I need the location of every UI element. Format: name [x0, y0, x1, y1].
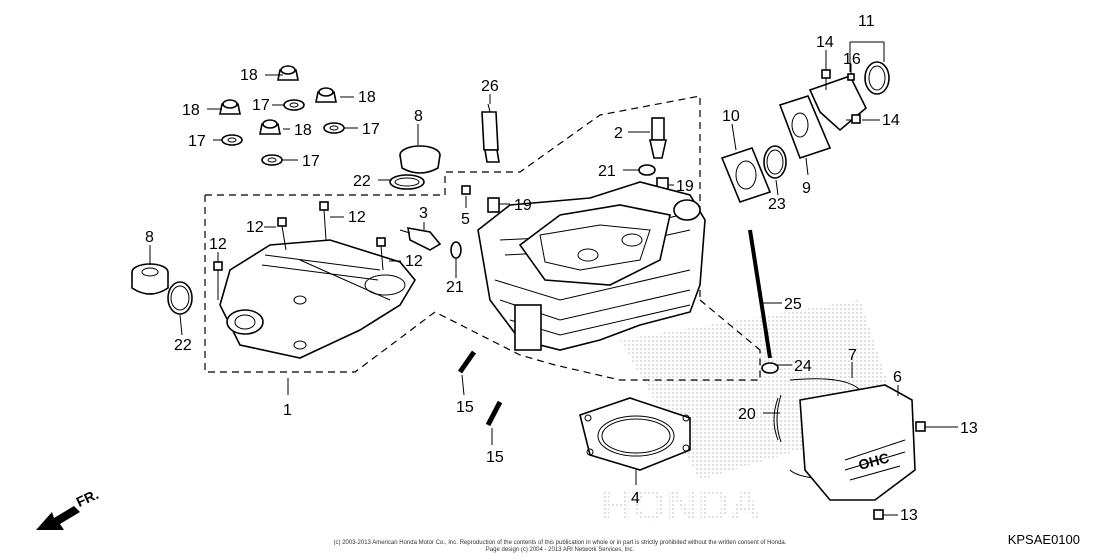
callout-labels: 1 2 3 4 5 6 7 8 8 9 10 11 12 12 12 12 13…: [145, 13, 978, 524]
callout-8-left: 8: [145, 229, 154, 246]
assembly-outline: [204, 95, 761, 381]
bolt-13-a[interactable]: [915, 421, 948, 432]
callout-13-a: 13: [960, 420, 978, 437]
insulator-10[interactable]: [720, 147, 772, 203]
bolt-12-a[interactable]: [213, 261, 223, 300]
stud-bolt-15-a[interactable]: [457, 350, 477, 374]
callout-10: 10: [722, 108, 740, 125]
callout-13-b: 13: [900, 507, 918, 524]
svg-text:HONDA: HONDA: [600, 481, 761, 530]
callout-6: 6: [893, 369, 902, 386]
callout-17-a: 17: [252, 97, 270, 114]
tappet-adjuster-2[interactable]: [649, 117, 667, 159]
cylinder-head-gasket[interactable]: [579, 397, 691, 471]
callout-18-b: 18: [182, 102, 200, 119]
washer-17-a[interactable]: [283, 99, 305, 111]
callout-20: 20: [738, 406, 756, 423]
callout-17-c: 17: [362, 121, 380, 138]
callout-14-a: 14: [816, 34, 834, 51]
band-clamp-11[interactable]: [864, 61, 890, 95]
bolt-12-c[interactable]: [319, 201, 329, 241]
washer-17-c[interactable]: [323, 122, 345, 134]
washer-24[interactable]: [761, 362, 779, 374]
leader-lines: [149, 41, 958, 516]
diagram-code: KPSAE0100: [1007, 532, 1080, 547]
callout-1: 1: [283, 402, 292, 419]
bolt-14-b[interactable]: [846, 114, 861, 124]
bolt-12-d[interactable]: [376, 237, 386, 271]
oil-filler-cap-left[interactable]: [131, 263, 169, 295]
callout-17-d: 17: [302, 153, 320, 170]
callout-12-a: 12: [246, 219, 264, 236]
o-ring-23[interactable]: [763, 145, 787, 179]
callout-25: 25: [784, 296, 802, 313]
callout-21-a: 21: [598, 163, 616, 180]
o-ring-20[interactable]: [773, 394, 782, 443]
stud-bolt-25[interactable]: [748, 229, 772, 359]
stud-bolt-15-b[interactable]: [485, 400, 503, 427]
cap-nut-18-b[interactable]: [219, 99, 241, 115]
callout-23: 23: [768, 196, 786, 213]
callout-15-a: 15: [456, 399, 474, 416]
callout-21-b: 21: [446, 279, 464, 296]
washer-17-d[interactable]: [261, 154, 283, 166]
o-ring-upper[interactable]: [389, 174, 425, 190]
copyright-notice: (c) 2003-2013 American Honda Motor Co., …: [333, 540, 787, 546]
callout-14-b: 14: [882, 112, 900, 129]
cap-nut-18-a[interactable]: [277, 65, 299, 81]
screw-16[interactable]: [847, 73, 855, 81]
temperature-sensor-3[interactable]: [399, 227, 442, 251]
washer-17-b[interactable]: [221, 134, 243, 146]
callout-9: 9: [802, 180, 811, 197]
front-direction-arrow: [36, 506, 80, 530]
callout-17-b: 17: [188, 133, 206, 150]
callout-7: 7: [848, 347, 857, 364]
callout-19-a: 19: [514, 197, 532, 214]
callout-19-b: 19: [676, 178, 694, 195]
callout-12-b: 12: [348, 209, 366, 226]
callout-22-a: 22: [353, 173, 371, 190]
svg-text:OHC: OHC: [857, 449, 891, 473]
callout-18-a: 18: [240, 67, 258, 84]
callout-18-c: 18: [358, 89, 376, 106]
page-design-notice: Page design (c) 2004 - 2013 ARI Network …: [485, 547, 635, 553]
cylinder-head-cover[interactable]: [219, 239, 416, 359]
callout-22-b: 22: [174, 337, 192, 354]
callout-12-d: 12: [209, 236, 227, 253]
callout-4: 4: [631, 490, 640, 507]
callout-11: 11: [858, 13, 875, 30]
cap-nut-18-c[interactable]: [315, 87, 337, 103]
callout-18-d: 18: [294, 122, 312, 139]
filler-cap-upper[interactable]: [399, 145, 441, 174]
callout-8-upper: 8: [414, 108, 423, 125]
sealing-washer-21-a[interactable]: [450, 241, 462, 259]
callout-24: 24: [794, 358, 812, 375]
cylinder-head[interactable]: [477, 181, 706, 351]
callout-15-b: 15: [486, 449, 504, 466]
callout-2: 2: [614, 125, 623, 142]
o-ring-left[interactable]: [167, 281, 193, 315]
callout-12-c: 12: [405, 253, 423, 270]
sealing-washer-21-b[interactable]: [638, 164, 656, 176]
callout-3: 3: [419, 205, 428, 222]
cap-nut-18-d[interactable]: [259, 119, 281, 135]
callout-16: 16: [843, 51, 861, 68]
dowel-pin-19-a[interactable]: [487, 197, 500, 213]
bolt-12-b[interactable]: [277, 217, 287, 251]
dowel-pin-5[interactable]: [461, 185, 471, 195]
callout-26: 26: [481, 78, 499, 95]
callout-5: 5: [461, 211, 470, 228]
side-cover-6[interactable]: OHC: [799, 384, 916, 501]
spark-plug[interactable]: [481, 103, 500, 163]
